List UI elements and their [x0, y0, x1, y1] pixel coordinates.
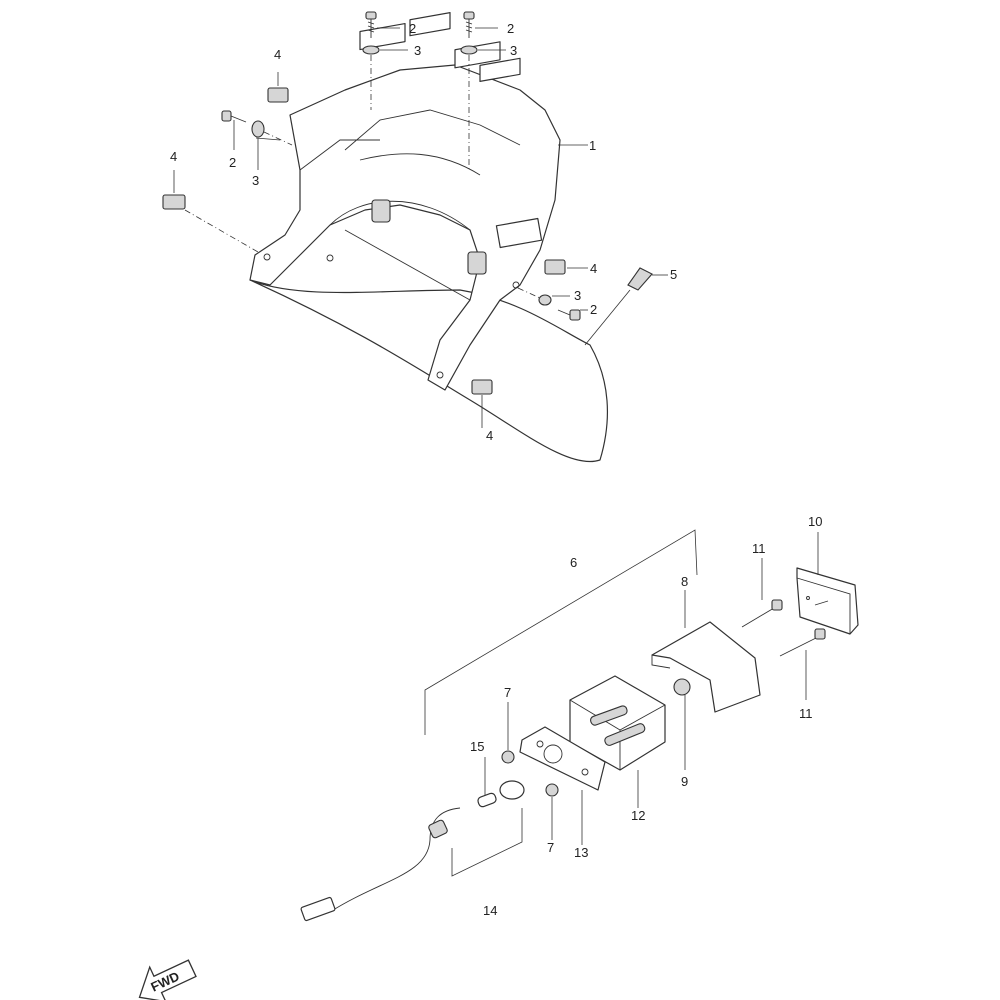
long-screw-upper	[741, 599, 783, 628]
clip-nut-top	[267, 87, 289, 103]
callout-numbers: 1 2 2 2 2 3 3 3 3 4 4 4 4 5 6 7 7 8 9 10…	[170, 21, 822, 918]
callout-2-left: 2	[229, 155, 236, 170]
cover-bracket	[651, 621, 761, 713]
flange-nut	[673, 678, 691, 696]
top-washer-right	[460, 45, 478, 55]
callout-3-top-right: 3	[510, 43, 517, 58]
clip-nut-right	[544, 259, 566, 275]
top-washer-left	[362, 45, 380, 55]
group-6-bracket	[424, 529, 698, 735]
clip-nut-bottom	[471, 379, 493, 395]
callout-5: 5	[670, 267, 677, 282]
fwd-direction-arrow: FWD	[138, 959, 197, 1000]
callout-7-upper: 7	[504, 685, 511, 700]
callout-3-top-left: 3	[414, 43, 421, 58]
callout-14: 14	[483, 903, 497, 918]
callout-1: 1	[589, 138, 596, 153]
bulb-socket	[499, 780, 525, 800]
callout-11-upper: 11	[752, 541, 766, 556]
callout-9: 9	[681, 774, 688, 789]
reflector-housing	[569, 675, 666, 771]
callout-4-left: 4	[170, 149, 177, 164]
callout-4-right: 4	[590, 261, 597, 276]
side-bolt-right	[557, 309, 581, 321]
callout-3-right: 3	[574, 288, 581, 303]
callout-2-top-right: 2	[507, 21, 514, 36]
bulb	[477, 757, 497, 808]
callout-2-top-left: 2	[409, 21, 416, 36]
gasket-nut-upper	[501, 750, 515, 764]
rear-fender	[249, 12, 609, 463]
callout-6: 6	[570, 555, 577, 570]
gasket	[519, 726, 606, 791]
callout-10: 10	[808, 514, 822, 529]
callout-4-top: 4	[274, 47, 281, 62]
wire-harness	[300, 807, 523, 922]
callout-15: 15	[470, 739, 484, 754]
top-bolt-left	[365, 11, 377, 38]
callout-2-right: 2	[590, 302, 597, 317]
clip-nut-left	[162, 194, 186, 210]
rivet-clip	[627, 267, 653, 291]
gasket-nut-lower	[545, 783, 559, 797]
callout-8: 8	[681, 574, 688, 589]
callout-7-lower: 7	[547, 840, 554, 855]
top-bolt-right	[463, 11, 475, 38]
callout-13: 13	[574, 845, 588, 860]
side-washer-left	[251, 120, 265, 138]
callout-12: 12	[631, 808, 645, 823]
callout-3-left: 3	[252, 173, 259, 188]
long-screw-lower	[779, 628, 826, 657]
side-bolt-left	[221, 110, 247, 123]
license-light-lens	[796, 567, 859, 635]
callout-11-lower: 11	[799, 706, 813, 721]
side-washer-right	[538, 294, 552, 306]
leader-lines	[173, 27, 819, 845]
callout-4-bottom: 4	[486, 428, 493, 443]
